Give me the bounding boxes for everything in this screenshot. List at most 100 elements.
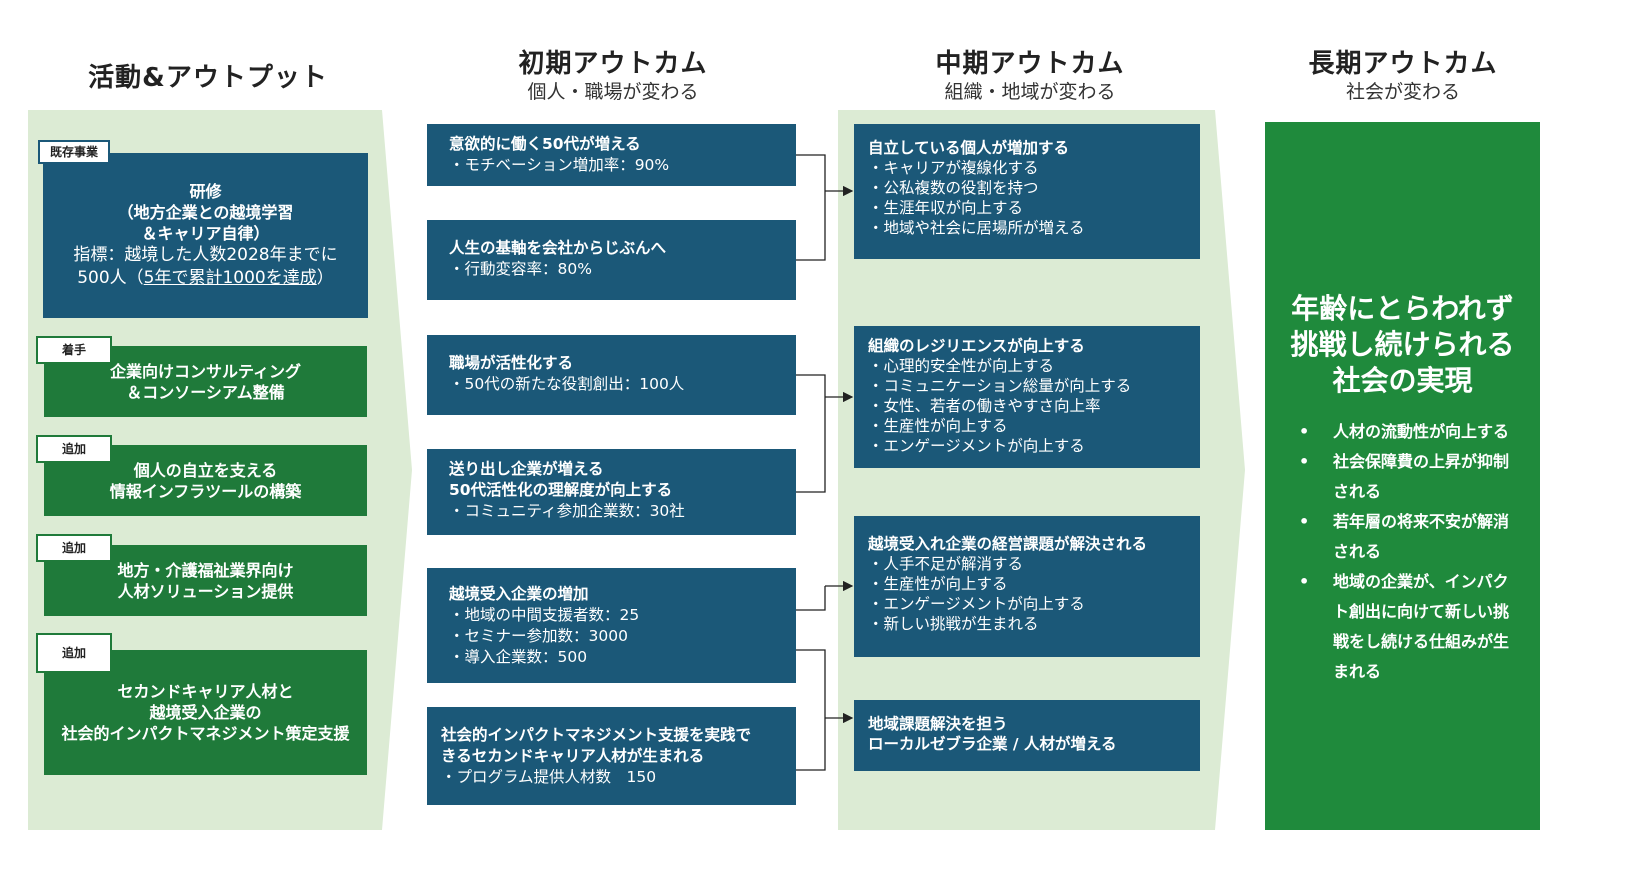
initial-outcome-5: 越境受入企業の増加 ・地域の中間支援者数：25 ・セミナー参加数：3000 ・導… bbox=[427, 568, 796, 683]
activity-card-training: 研修 （地方企業との越境学習 ＆キャリア自律） 指標：越境した人数2028年まで… bbox=[43, 153, 368, 318]
mid-outcome-4: 地域課題解決を担う ローカルゼブラ企業 / 人材が増える bbox=[854, 700, 1200, 771]
activity-1-line1: 研修 bbox=[189, 182, 222, 201]
initial-1-item-1: ・モチベーション増加率：90% bbox=[449, 156, 670, 174]
activity-2-tag: 着手 bbox=[36, 336, 113, 364]
activity-2-line1: 企業向けコンサルティング bbox=[109, 361, 302, 381]
initial-subtitle: 個人・職場が変わる bbox=[527, 81, 699, 103]
mid-1-title: 自立している個人が増加する bbox=[868, 139, 1070, 157]
initial-6-title-2: きるセカンドキャリア人材が生まれる bbox=[441, 747, 705, 765]
activities-column-title: 活動&アウトプット bbox=[28, 62, 388, 94]
long-subtitle: 社会が変わる bbox=[1345, 81, 1460, 103]
mid-outcome-1: 自立している個人が増加する ・キャリアが複線化する ・公私複数の役割を持つ ・生… bbox=[854, 124, 1200, 259]
initial-1-title: 意欲的に働く50代が増える bbox=[449, 135, 641, 153]
long-bullet-3-line1: 若年層の将来不安が解消 bbox=[1333, 512, 1510, 531]
bullet-dot: • bbox=[1299, 572, 1310, 591]
activity-1-line5c: ） bbox=[316, 268, 334, 288]
mid-1-item-4: ・地域や社会に居場所が増える bbox=[868, 219, 1085, 237]
mid-2-item-1: ・心理的安全性が向上する bbox=[868, 357, 1055, 375]
mid-outcome-2: 組織のレジリエンスが向上する ・心理的安全性が向上する ・コミュニケーション総量… bbox=[854, 326, 1200, 468]
initial-5-item-2: ・セミナー参加数：3000 bbox=[449, 627, 628, 645]
long-outcome-panel: 年齢にとらわれず 挑戦し続けられる 社会の実現 • 人材の流動性が向上する • 社会… bbox=[1265, 122, 1540, 830]
long-bullet-2: • 社会保障費の上昇が抑制される bbox=[1289, 447, 1529, 507]
long-bullet-3: • 若年層の将来不安が解消される bbox=[1289, 507, 1529, 567]
activity-1-line5a: 500人（ bbox=[77, 268, 144, 288]
activity-3-line1: 個人の自立を支える bbox=[133, 460, 278, 480]
mid-1-item-1: ・キャリアが複線化する bbox=[868, 159, 1039, 177]
bullet-dot: • bbox=[1299, 422, 1310, 441]
activity-5-line3: 社会的インパクトマネジメント策定支援 bbox=[61, 724, 350, 743]
long-column-title: 長期アウトカム 社会が変わる bbox=[1265, 48, 1541, 104]
long-bullet-1: • 人材の流動性が向上する bbox=[1289, 417, 1529, 447]
activities-title: 活動&アウトプット bbox=[88, 63, 328, 93]
initial-outcome-3: 職場が活性化する ・50代の新たな役割創出：100人 bbox=[427, 335, 796, 415]
mid-3-item-4: ・新しい挑戦が生まれる bbox=[868, 615, 1039, 633]
long-bullet-4-line4: まれる bbox=[1333, 662, 1382, 681]
mid-3-title: 越境受入れ企業の経営課題が解決される bbox=[868, 535, 1148, 553]
long-bullet-4-line1: 地域の企業が、インパク bbox=[1333, 572, 1509, 591]
mid-3-item-3: ・エンゲージメントが向上する bbox=[868, 595, 1085, 613]
mid-title: 中期アウトカム bbox=[935, 49, 1125, 79]
activity-4-line2: 人材ソリューション提供 bbox=[117, 581, 294, 601]
initial-outcome-6: 社会的インパクトマネジメント支援を実践で きるセカンドキャリア人材が生まれる ・… bbox=[427, 707, 796, 805]
activity-4-tag: 追加 bbox=[36, 534, 113, 562]
activity-1-line4: 指標：越境した人数2028年までに bbox=[73, 245, 338, 265]
bullet-dot: • bbox=[1299, 452, 1310, 471]
long-outcome-title-1: 年齢にとらわれず bbox=[1291, 292, 1514, 325]
mid-2-item-5: ・エンゲージメントが向上する bbox=[868, 437, 1085, 455]
long-outcome-title-2: 挑戦し続けられる bbox=[1290, 328, 1515, 361]
long-bullet-1-line1: 人材の流動性が向上する bbox=[1333, 422, 1510, 441]
initial-6-item-1: ・プログラム提供人材数 150 bbox=[441, 768, 657, 786]
activity-5-tag: 追加 bbox=[36, 633, 113, 673]
mid-2-item-4: ・生産性が向上する bbox=[868, 417, 1008, 435]
mid-1-item-3: ・生涯年収が向上する bbox=[868, 199, 1024, 217]
initial-6-title: 社会的インパクトマネジメント支援を実践で bbox=[441, 726, 752, 744]
mid-2-item-2: ・コミュニケーション総量が向上する bbox=[868, 377, 1132, 395]
long-bullet-2-line1: 社会保障費の上昇が抑制 bbox=[1333, 452, 1510, 471]
initial-5-title: 越境受入企業の増加 bbox=[449, 585, 589, 603]
initial-outcome-1: 意欲的に働く50代が増える ・モチベーション増加率：90% bbox=[427, 124, 796, 186]
initial-3-title: 職場が活性化する bbox=[449, 354, 574, 372]
initial-5-item-1: ・地域の中間支援者数：25 bbox=[449, 606, 640, 624]
initial-5-item-3: ・導入企業数：500 bbox=[449, 648, 588, 666]
activity-5-line1: セカンドキャリア人材と bbox=[117, 682, 294, 701]
activity-1-tag: 既存事業 bbox=[38, 140, 111, 164]
long-bullet-4-line2: ト創出に向けて新しい挑 bbox=[1333, 602, 1510, 621]
initial-4-title-2: 50代活性化の理解度が向上する bbox=[449, 481, 673, 499]
initial-4-item-1: ・コミュニティ参加企業数：30社 bbox=[449, 502, 685, 520]
long-bullet-2-line2: される bbox=[1333, 482, 1382, 501]
long-outcome-title-3: 社会の実現 bbox=[1332, 364, 1473, 397]
mid-3-item-1: ・人手不足が解消する bbox=[868, 555, 1024, 573]
initial-outcome-2: 人生の基軸を会社からじぶんへ ・行動変容率：80% bbox=[427, 220, 796, 300]
initial-4-title: 送り出し企業が増える bbox=[449, 460, 604, 478]
initial-title: 初期アウトカム bbox=[518, 49, 708, 79]
activity-1-line5: 500人（5年で累計1000を達成） bbox=[77, 267, 334, 290]
mid-4-title-2: ローカルゼブラ企業 / 人材が増える bbox=[868, 735, 1117, 753]
activity-2-line2: ＆コンソーシアム整備 bbox=[126, 382, 285, 402]
bullet-dot: • bbox=[1299, 512, 1310, 531]
long-bullet-4: • 地域の企業が、インパクト創出に向けて新しい挑戦をし続ける仕組みが生まれる bbox=[1289, 567, 1529, 687]
mid-column-title: 中期アウトカム 組織・地域が変わる bbox=[855, 48, 1205, 104]
mid-1-item-2: ・公私複数の役割を持つ bbox=[868, 179, 1039, 197]
mid-2-title: 組織のレジリエンスが向上する bbox=[868, 337, 1085, 355]
activity-4-line1: 地方・介護福祉業界向け bbox=[117, 560, 294, 580]
activity-3-line2: 情報インフラツールの構築 bbox=[109, 481, 302, 501]
initial-outcome-4: 送り出し企業が増える 50代活性化の理解度が向上する ・コミュニティ参加企業数：… bbox=[427, 449, 796, 535]
initial-2-title: 人生の基軸を会社からじぶんへ bbox=[449, 239, 667, 257]
activity-1-line3: ＆キャリア自律） bbox=[141, 224, 270, 243]
initial-3-item-1: ・50代の新たな役割創出：100人 bbox=[449, 375, 685, 393]
long-outcome-bullets: • 人材の流動性が向上する • 社会保障費の上昇が抑制される • 若年層の将来不安が解… bbox=[1289, 417, 1529, 687]
long-title: 長期アウトカム bbox=[1308, 49, 1498, 79]
mid-4-title: 地域課題解決を担う bbox=[868, 715, 1008, 733]
long-bullet-4-line3: 戦をし続ける仕組みが生 bbox=[1333, 632, 1510, 651]
mid-3-item-2: ・生産性が向上する bbox=[868, 575, 1008, 593]
activity-5-line2: 越境受入企業の bbox=[149, 703, 262, 722]
mid-2-item-3: ・女性、若者の働きやすさ向上率 bbox=[868, 397, 1101, 415]
mid-outcome-3: 越境受入れ企業の経営課題が解決される ・人手不足が解消する ・生産性が向上する … bbox=[854, 516, 1200, 657]
activity-1-line2: （地方企業との越境学習 bbox=[117, 203, 294, 222]
initial-2-item-1: ・行動変容率：80% bbox=[449, 260, 592, 278]
initial-column-title: 初期アウトカム 個人・職場が変わる bbox=[428, 48, 798, 104]
activity-3-tag: 追加 bbox=[36, 435, 113, 463]
long-bullet-3-line2: される bbox=[1333, 542, 1382, 561]
mid-subtitle: 組織・地域が変わる bbox=[944, 81, 1116, 103]
activity-1-target-link: 5年で累計1000を達成 bbox=[143, 268, 317, 288]
